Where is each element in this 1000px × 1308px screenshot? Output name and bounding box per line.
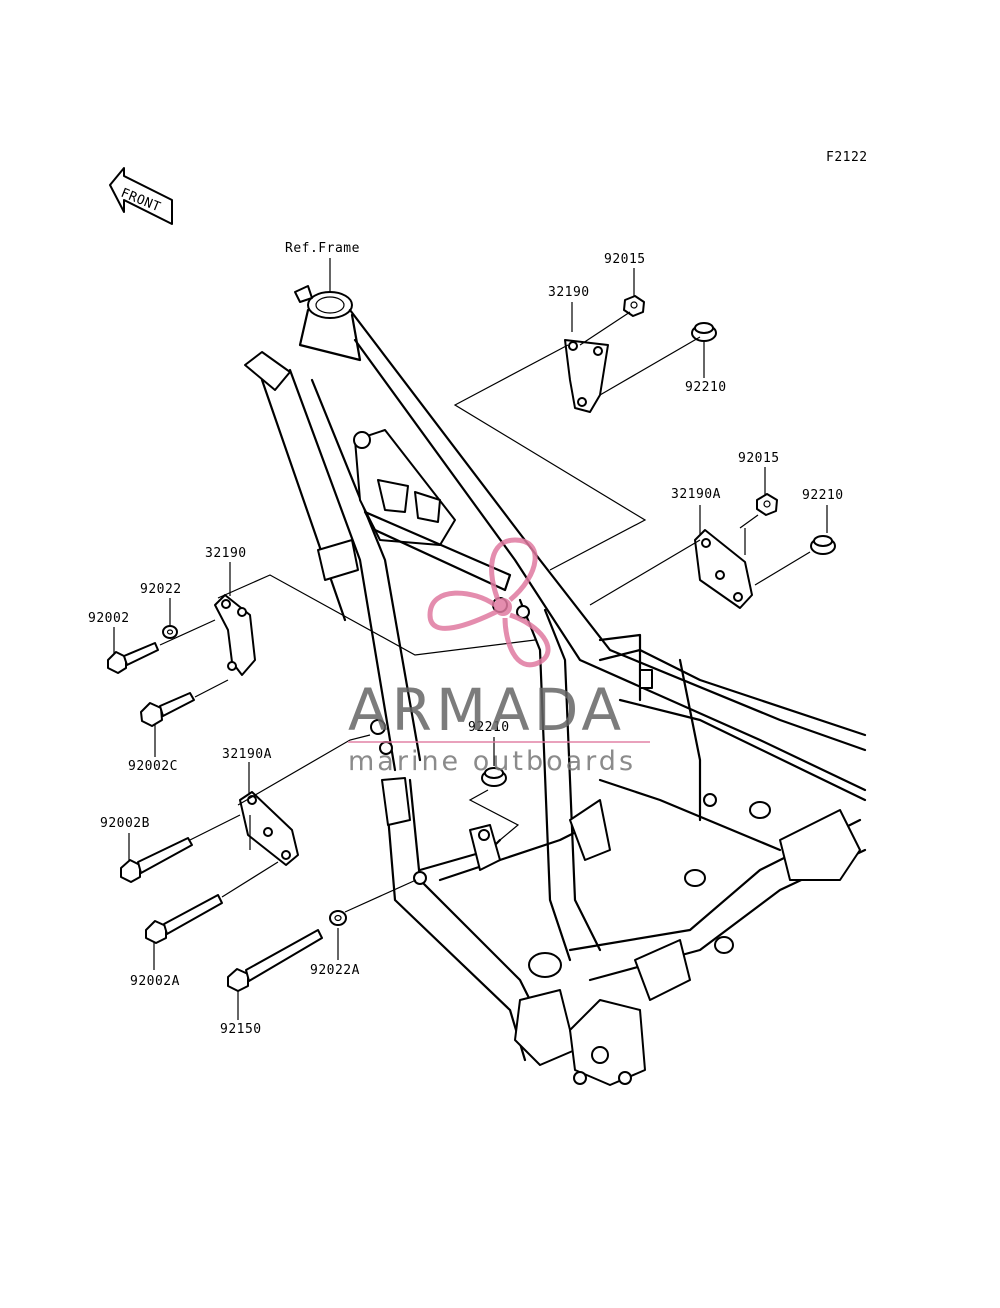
bolt-92150	[227, 929, 323, 992]
bracket-32190-left	[214, 594, 256, 676]
bracket-32190A-left	[239, 791, 299, 866]
part-32190A-right-label: 32190A	[671, 487, 721, 502]
watermark-tagline: marine outboards	[348, 746, 636, 777]
nut-92015-top	[623, 295, 645, 317]
part-92015-top-label: 92015	[604, 252, 646, 267]
nut-92015-right	[756, 493, 778, 516]
collar-92210-right	[810, 535, 836, 555]
part-92150-label: 92150	[220, 1022, 262, 1037]
part-92022-label: 92022	[140, 582, 182, 597]
part-32190A-left-label: 32190A	[222, 747, 272, 762]
bolt-92002A	[145, 894, 223, 944]
watermark: ARMADA marine outboards	[348, 537, 650, 777]
washer-92022A	[329, 910, 347, 926]
part-92002-label: 92002	[88, 611, 130, 626]
collar-92210-mid	[481, 767, 507, 787]
bolt-92002	[107, 642, 159, 674]
part-92002B-label: 92002B	[100, 816, 150, 831]
bracket-32190-top	[564, 339, 609, 413]
part-92002A-label: 92002A	[130, 974, 180, 989]
part-92002C-label: 92002C	[128, 759, 178, 774]
bracket-32190A-right	[694, 529, 753, 609]
part-92210-top-label: 92210	[685, 380, 727, 395]
part-92022A-label: 92022A	[310, 963, 360, 978]
washer-92022	[162, 625, 178, 639]
collar-92210-top	[691, 322, 717, 342]
part-92015-right-label: 92015	[738, 451, 780, 466]
watermark-brand: ARMADA	[348, 676, 625, 744]
front-arrow-icon: FRONT	[109, 167, 173, 225]
part-32190-top-label: 32190	[548, 285, 590, 300]
part-92210-mid-label: 92210	[468, 720, 510, 735]
motorcycle-frame	[244, 285, 867, 1086]
ref-frame-label: Ref.Frame	[285, 241, 360, 256]
bolt-92002B	[120, 837, 193, 883]
bolt-92002C	[140, 692, 195, 727]
propeller-logo-icon	[427, 537, 551, 668]
diagram-code: F2122	[826, 150, 868, 165]
part-92210-right-label: 92210	[802, 488, 844, 503]
part-32190-left-label: 32190	[205, 546, 247, 561]
